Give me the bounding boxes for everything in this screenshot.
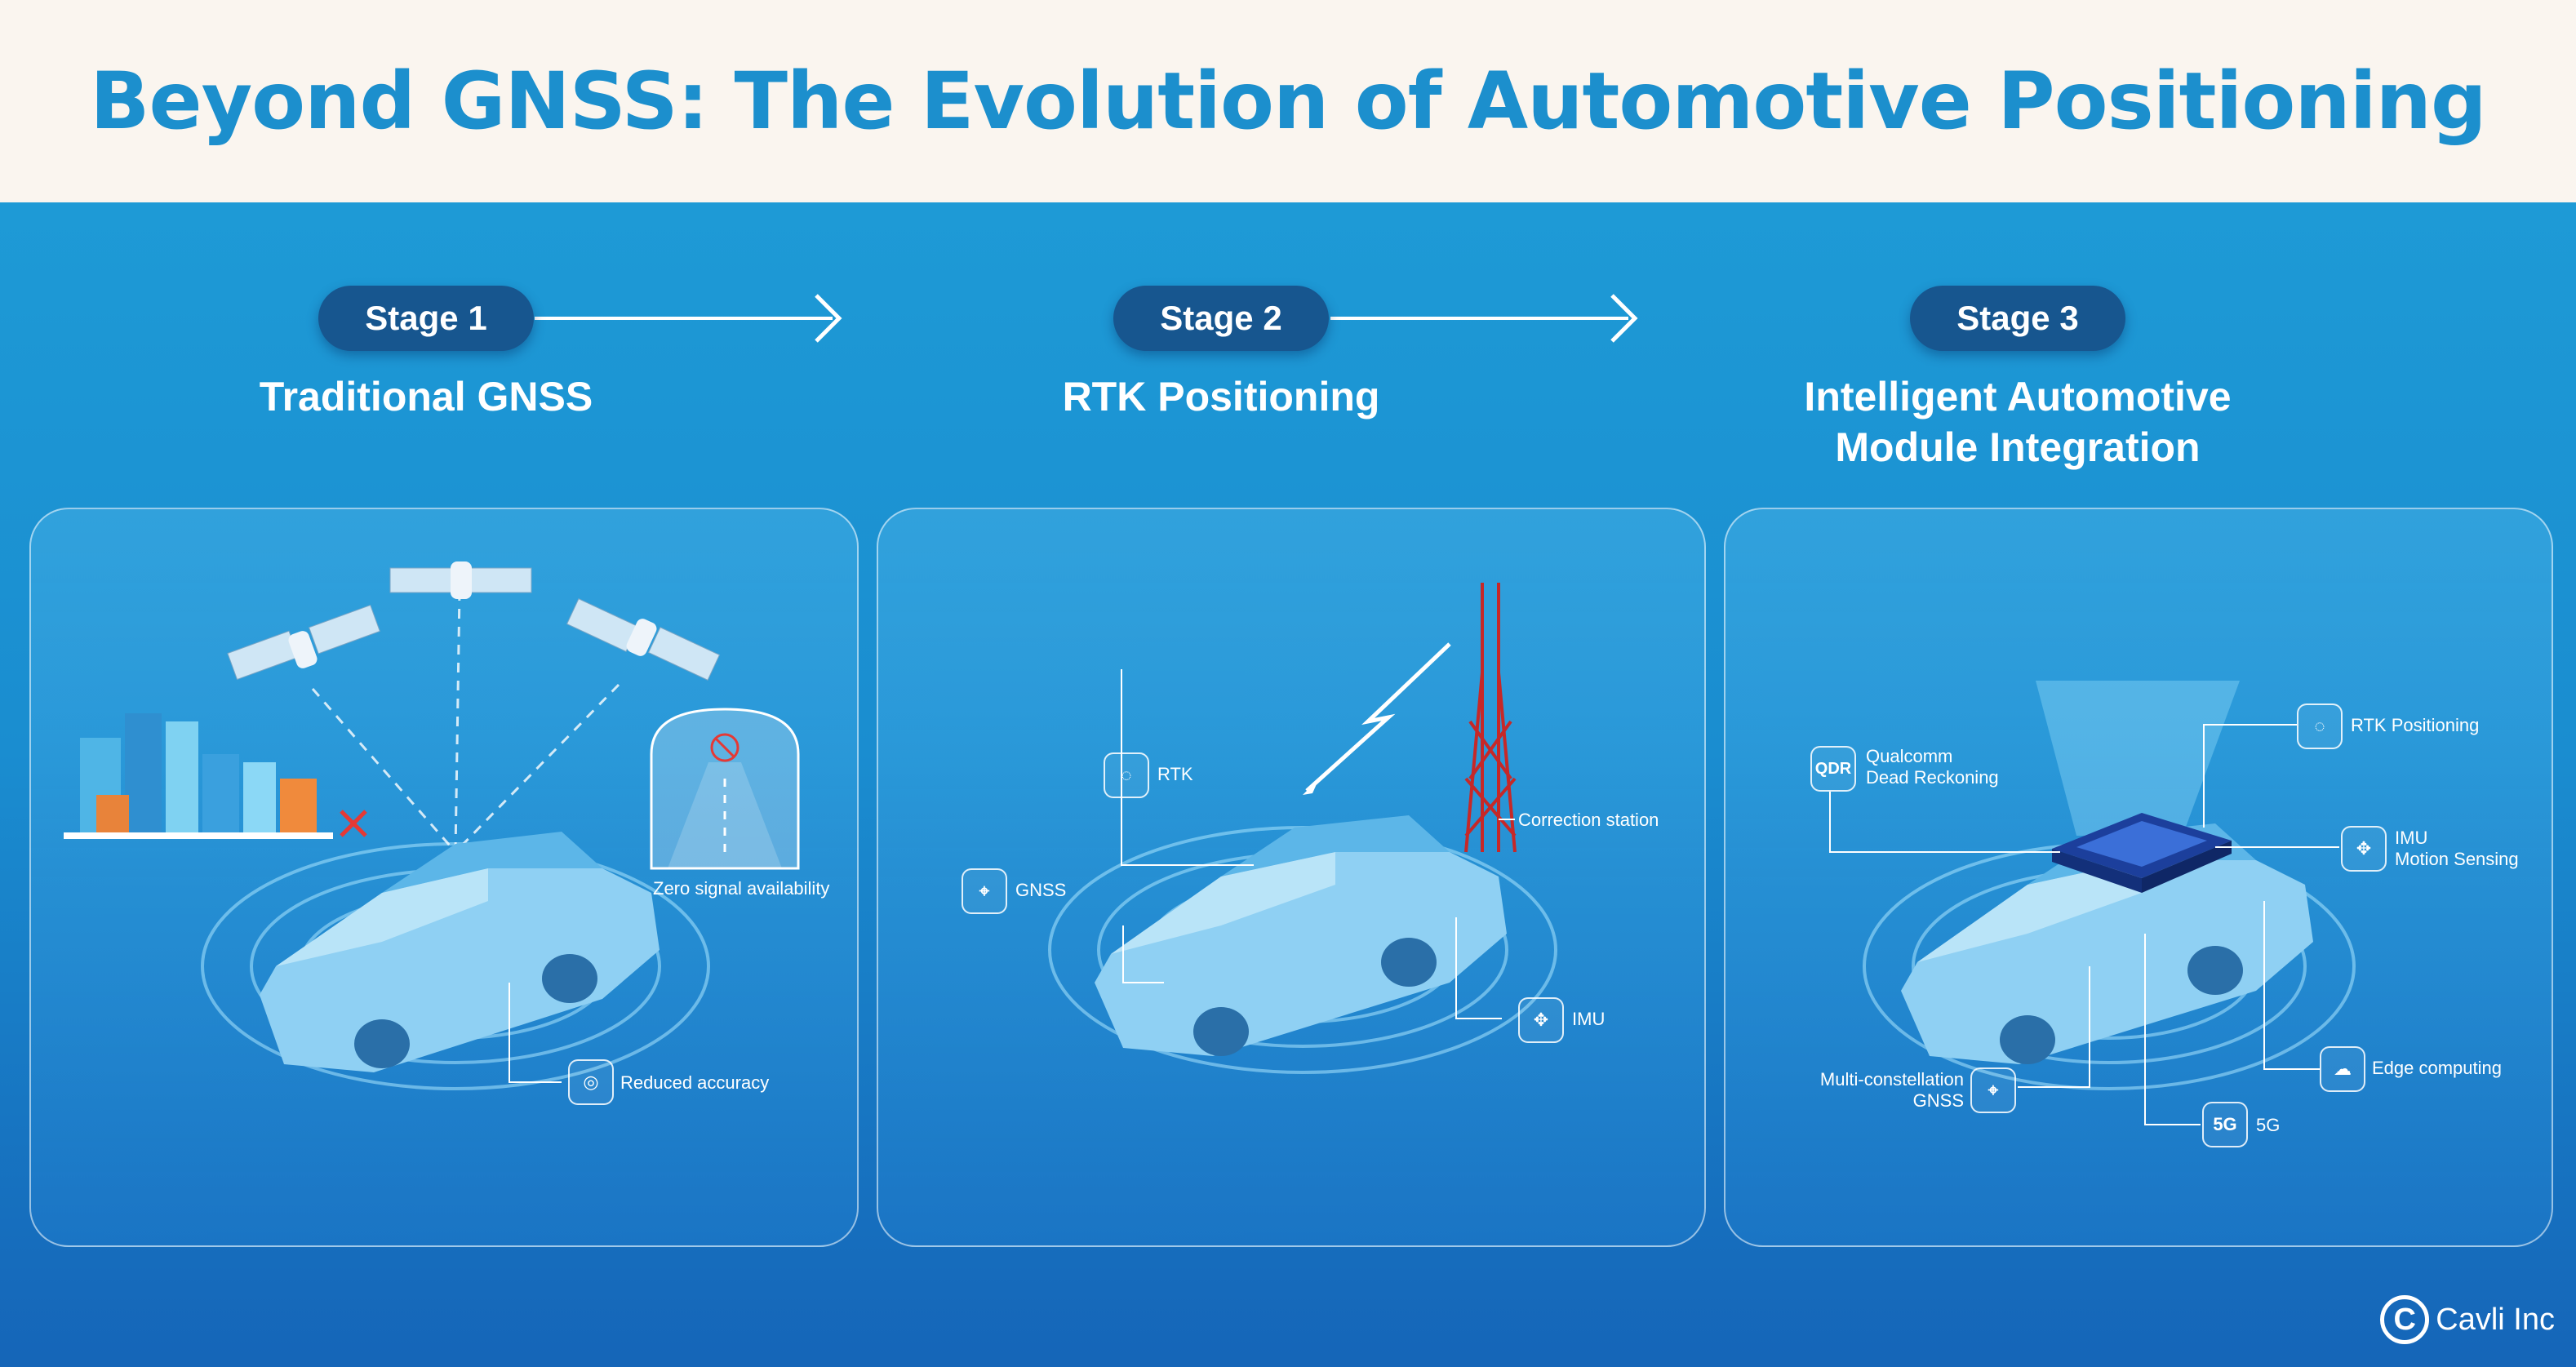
label-zero-signal: Zero signal availability [653,878,830,899]
stage-3-title: Intelligent Automotive Module Integratio… [1730,371,2305,473]
car-illustration [1095,815,1507,1056]
car-illustration [260,832,660,1072]
imu-icon: ✥ [1518,997,1564,1043]
label-correction-station: Correction station [1518,810,1659,830]
light-beam [2036,681,2240,836]
label-reduced-accuracy: Reduced accuracy [620,1072,770,1093]
satellite-icon-right [566,598,721,681]
label-qdr-line2: Dead Reckoning [1866,767,1999,788]
label-qdr: Qualcomm Dead Reckoning [1866,746,1999,788]
label-5g: 5G [2256,1115,2281,1135]
label-imu-line2: Motion Sensing [2395,849,2519,869]
cavli-logo-icon: C [2380,1295,2430,1344]
target-icon: ◎ [568,1059,614,1105]
qdr-icon: QDR [1810,746,1856,792]
stage-1-pill: Stage 1 [318,286,534,351]
brand-logo: C Cavli Inc [2380,1295,2555,1344]
label-imu-line1: IMU [2395,828,2428,848]
panel-rtk-positioning: ◌ RTK ⌖ GNSS Correction station ✥ IMU [877,508,1706,1247]
label-imu: IMU [1572,1009,1606,1029]
label-edge-computing: Edge computing [2372,1058,2502,1078]
label-multi-line1: Multi-constellation [1819,1069,1964,1090]
stage-timeline: Stage 1 Stage 2 Stage 3 [0,277,2576,359]
stage-3-title-line2: Module Integration [1835,424,2201,470]
multi-gnss-icon: ⌖ [1970,1067,2016,1113]
city-buildings [64,713,333,839]
page-title: Beyond GNSS: The Evolution of Automotive… [90,55,2486,147]
panel1-illustration [64,561,800,1090]
satellite-icon-left [227,604,381,681]
label-rtk: RTK [1157,764,1193,784]
rtk-icon: ◌ [1104,752,1149,798]
timeline-connectors [535,294,1638,343]
label-multi-line2: GNSS [1912,1090,1964,1111]
stage-3-pill: Stage 3 [1910,286,2125,351]
rtk-positioning-icon: ◌ [2297,703,2343,749]
stage-2-pill: Stage 2 [1113,286,1329,351]
panel3-illustration [1829,681,2356,1125]
stage-2-title: RTK Positioning [1062,374,1380,419]
gnss-satellite-icon: ⌖ [962,868,1007,914]
imu-motion-icon: ✥ [2341,826,2387,872]
fiveg-icon: 5G [2202,1102,2248,1147]
header-banner: Beyond GNSS: The Evolution of Automotive… [0,0,2576,202]
edge-computing-icon: ☁ [2320,1046,2365,1092]
label-imu-motion: IMU Motion Sensing [2395,828,2519,870]
panel2-illustration [1048,583,1557,1074]
brand-name: Cavli Inc [2436,1302,2555,1337]
lightning-icon [1305,642,1451,792]
label-rtk-positioning: RTK Positioning [2351,715,2480,735]
satellite-icon-center [389,561,532,599]
module-chip-icon [2052,813,2232,893]
stage-3-title-line1: Intelligent Automotive [1804,374,2232,419]
panel-intelligent-module: QDR Qualcomm Dead Reckoning ◌ RTK Positi… [1724,508,2553,1247]
correction-tower-icon [1464,583,1517,853]
panel-traditional-gnss: Zero signal availability ◎ Reduced accur… [29,508,859,1247]
label-multi-gnss: Multi-constellation GNSS [1815,1069,1964,1112]
tunnel-icon [650,708,800,870]
label-gnss: GNSS [1015,880,1067,900]
stage-1-title: Traditional GNSS [259,374,593,419]
blocked-signal-icon [340,810,367,837]
label-qdr-line1: Qualcomm [1866,746,1953,766]
